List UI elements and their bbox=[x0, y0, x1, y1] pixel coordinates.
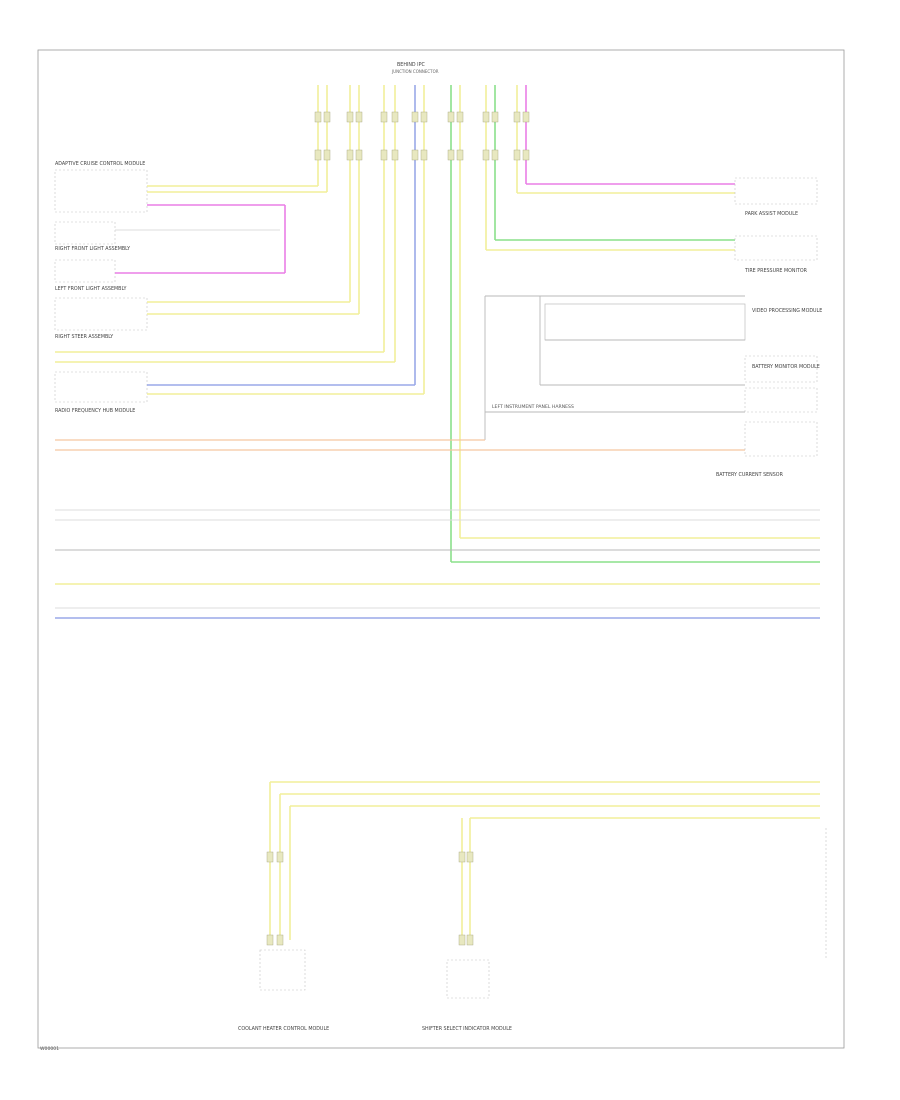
left-component-rf-hub: RADIO FREQUENCY HUB MODULE bbox=[54, 371, 424, 414]
svg-text:LEFT INSTRUMENT PANEL HARNESS: LEFT INSTRUMENT PANEL HARNESS bbox=[492, 404, 574, 410]
bottom-component-coolant: COOLANT HEATER CONTROL MODULE bbox=[238, 949, 329, 1032]
svg-text:VIDEO PROCESSING MODULE: VIDEO PROCESSING MODULE bbox=[752, 308, 822, 314]
left-component-steer: RIGHT STEER ASSEMBLY bbox=[54, 297, 395, 363]
right-component-current: BATTERY CURRENT SENSOR bbox=[55, 421, 818, 478]
svg-text:COOLANT HEATER CONTROL MODULE: COOLANT HEATER CONTROL MODULE bbox=[238, 1026, 329, 1032]
left-component-lf-light: LEFT FRONT LIGHT ASSEMBLY bbox=[54, 259, 285, 292]
svg-text:RADIO FREQUENCY HUB MODULE: RADIO FREQUENCY HUB MODULE bbox=[55, 408, 135, 414]
harness-note: LEFT INSTRUMENT PANEL HARNESS bbox=[485, 404, 745, 413]
right-component-tpms: TIRE PRESSURE MONITOR bbox=[486, 235, 818, 274]
svg-text:BATTERY MONITOR MODULE: BATTERY MONITOR MODULE bbox=[752, 364, 820, 370]
svg-text:RIGHT FRONT LIGHT ASSEMBLY: RIGHT FRONT LIGHT ASSEMBLY bbox=[55, 246, 130, 252]
inline-connectors bbox=[314, 111, 530, 161]
right-component-batt: BATTERY MONITOR MODULE bbox=[744, 355, 820, 413]
svg-text:SHIFTER SELECT INDICATOR MODUL: SHIFTER SELECT INDICATOR MODULE bbox=[422, 1026, 512, 1032]
diagram-frame bbox=[37, 49, 845, 1049]
bottom-wires bbox=[266, 781, 820, 946]
left-component-acc: ADAPTIVE CRUISE CONTROL MODULE bbox=[54, 161, 327, 273]
right-component-park: PARK ASSIST MODULE bbox=[517, 177, 818, 217]
svg-text:RIGHT STEER ASSEMBLY: RIGHT STEER ASSEMBLY bbox=[55, 334, 113, 340]
svg-text:BATTERY CURRENT SENSOR: BATTERY CURRENT SENSOR bbox=[716, 472, 784, 478]
bus-wires bbox=[55, 509, 820, 619]
top-connector-title: BEHIND IPC bbox=[397, 62, 425, 68]
left-component-rf-light: RIGHT FRONT LIGHT ASSEMBLY bbox=[54, 221, 280, 252]
svg-text:LEFT FRONT LIGHT ASSEMBLY: LEFT FRONT LIGHT ASSEMBLY bbox=[55, 286, 126, 292]
right-component-video: VIDEO PROCESSING MODULE bbox=[484, 295, 822, 440]
page-code: W00001 bbox=[40, 1046, 59, 1052]
top-connector-subtitle: JUNCTION CONNECTOR bbox=[391, 69, 439, 74]
svg-text:TIRE PRESSURE MONITOR: TIRE PRESSURE MONITOR bbox=[744, 268, 808, 274]
svg-text:PARK ASSIST MODULE: PARK ASSIST MODULE bbox=[745, 211, 798, 217]
bottom-component-shifter: SHIFTER SELECT INDICATOR MODULE bbox=[422, 959, 512, 1032]
svg-text:ADAPTIVE CRUISE CONTROL MODULE: ADAPTIVE CRUISE CONTROL MODULE bbox=[55, 161, 145, 167]
